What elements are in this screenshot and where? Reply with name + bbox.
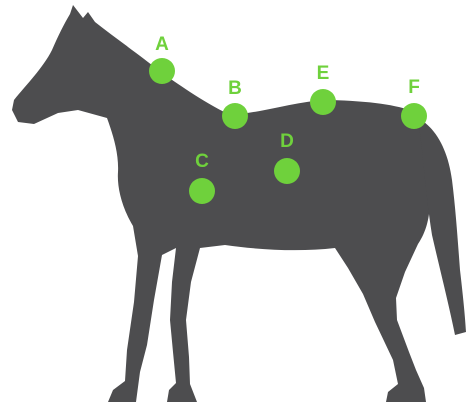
marker-a: A — [149, 34, 175, 84]
marker-dot-f — [401, 103, 427, 129]
marker-label-a: A — [155, 34, 169, 55]
marker-f: F — [401, 77, 427, 129]
marker-label-e: E — [317, 63, 330, 84]
marker-layer: A B C D E F — [149, 34, 427, 204]
marker-d: D — [274, 131, 300, 184]
marker-label-b: B — [228, 78, 242, 99]
marker-label-d: D — [280, 131, 294, 152]
marker-b: B — [222, 78, 248, 129]
marker-label-f: F — [408, 77, 420, 98]
marker-label-c: C — [195, 151, 209, 172]
marker-dot-b — [222, 103, 248, 129]
marker-e: E — [310, 63, 336, 115]
marker-dot-a — [149, 58, 175, 84]
horse-tail — [418, 118, 466, 335]
marker-c: C — [189, 151, 215, 204]
marker-dot-d — [274, 158, 300, 184]
marker-dot-c — [189, 178, 215, 204]
marker-dot-e — [310, 89, 336, 115]
